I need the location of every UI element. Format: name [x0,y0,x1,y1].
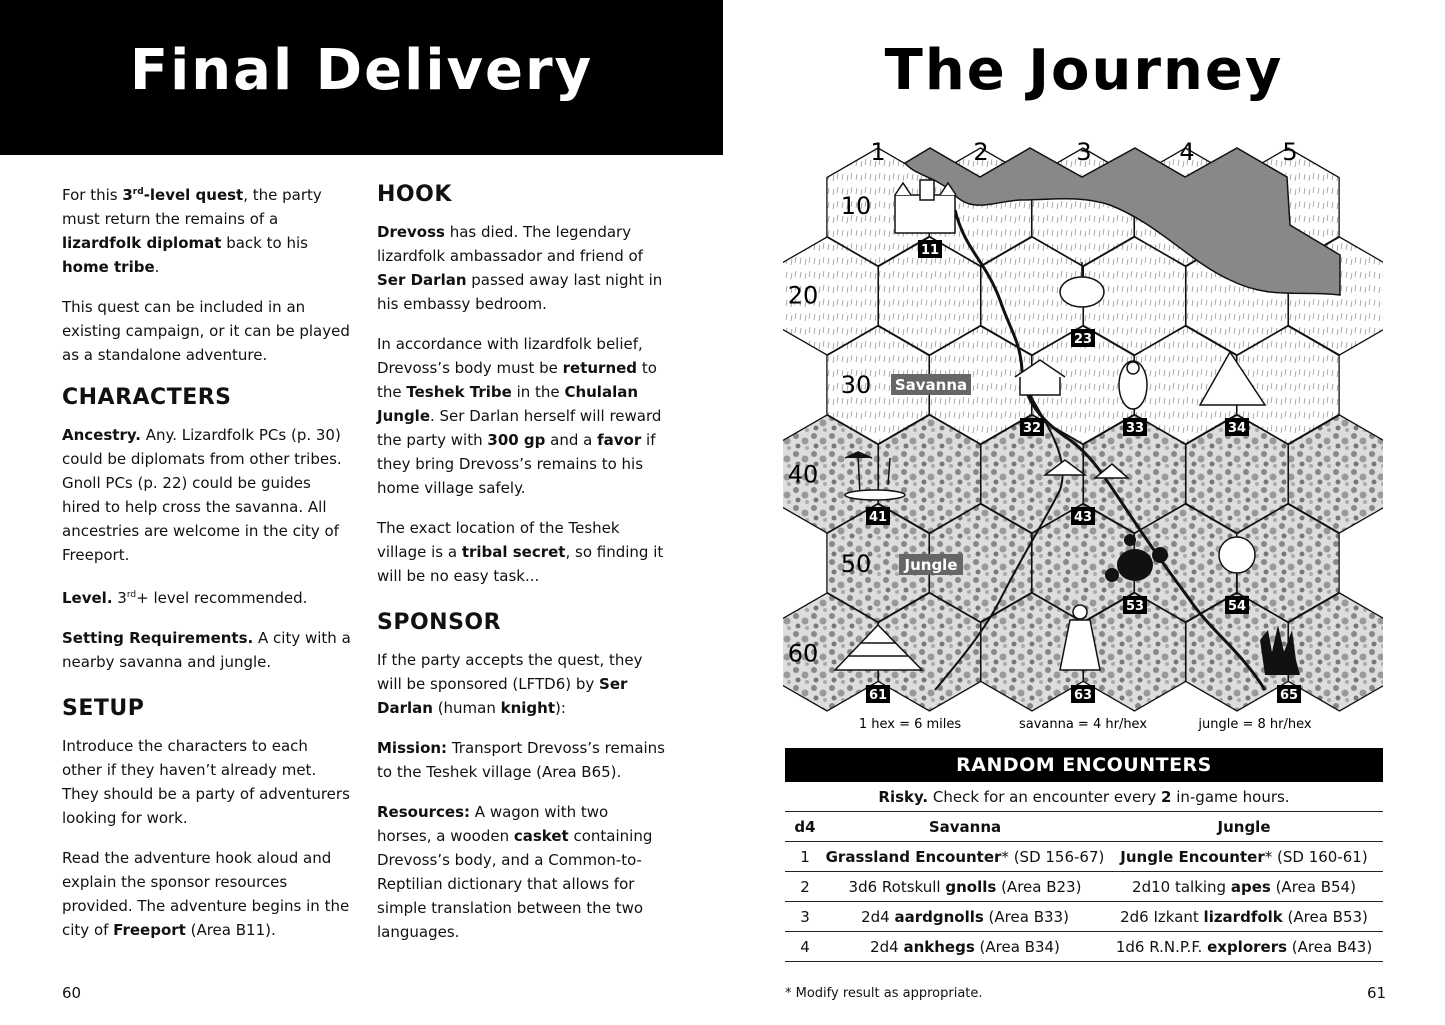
jungle-label: Jungle [904,556,958,574]
svg-text:65: 65 [1280,688,1298,703]
tower-icon [1059,604,1101,671]
mission-paragraph: Mission: Transport Drevoss’s remains to … [377,739,665,781]
svg-text:54: 54 [1228,599,1246,614]
svg-text:63: 63 [1074,688,1092,703]
resources-paragraph: Resources: A wagon with two horses, a wo… [377,803,653,941]
svg-text:53: 53 [1126,599,1144,614]
encounters-heading: RANDOM ENCOUNTERS [785,748,1383,782]
hex-number-tag: 41 [866,507,890,525]
tree-icon [1218,536,1256,595]
hut-icon [1014,359,1066,396]
claw-icon [1260,625,1300,675]
map-column-label: 5 [1282,138,1297,166]
level-paragraph: Level. 3rd+ level recommended. [62,589,308,607]
hex-number-tag: 54 [1225,596,1249,614]
intro-paragraph: For this 3rd-level quest, the party must… [62,186,322,276]
svg-text:34: 34 [1228,421,1246,436]
map-row-label: 60 [788,640,819,668]
savanna-label: Savanna [895,376,967,394]
characters-heading: CHARACTERS [62,385,232,410]
encounters-table: Risky. Check for an encounter every 2 in… [785,782,1383,962]
svg-text:23: 23 [1074,332,1092,347]
risk-row: Risky. Check for an encounter every 2 in… [785,782,1383,812]
hex-number-tag: 32 [1020,418,1044,436]
savanna-label-bg [891,374,971,395]
title-banner [0,0,723,155]
svg-text:33: 33 [1126,421,1144,436]
hook-paragraph-3: The exact location of the Teshek village… [377,519,664,585]
map-column-label: 3 [1076,138,1091,166]
left-column: For this 3rd-level quest, the party must… [62,180,352,958]
hex-number-tag: 23 [1071,329,1095,347]
setup-paragraph-1: Introduce the characters to each other i… [62,737,350,827]
page-number-right: 61 [1367,984,1387,1002]
svg-text:43: 43 [1074,510,1092,525]
map-hex [1287,592,1383,712]
ancestry-paragraph: Ancestry. Any. Lizardfolk PCs (p. 30) co… [62,426,342,564]
hex-number-tag: 43 [1071,507,1095,525]
tent-icon [1042,459,1130,479]
setup-paragraph-2: Read the adventure hook aloud and explai… [62,849,350,939]
hex-number-tag: 63 [1071,685,1095,703]
creature-icon [1118,360,1148,410]
map-row-label: 30 [841,371,872,399]
river [953,209,1267,691]
map-column-label: 1 [870,138,885,166]
pyramid-icon [833,623,924,671]
page-title-right: The Journey [884,38,1284,103]
hex-number-tag: 65 [1277,685,1301,703]
table-header: d4 Savanna Jungle [785,811,1383,842]
map-column-label: 2 [973,138,988,166]
hook-paragraph-2: In accordance with lizardfolk belief, Dr… [377,335,662,497]
road [934,394,1064,691]
savanna-speed: savanna = 4 hr/hex [1019,717,1147,732]
northern-ridge [903,147,1341,296]
jungle-label-bg [899,554,963,575]
hook-paragraph-1: Drevoss has died. The legendary lizardfo… [377,223,663,313]
page-title-left: Final Delivery [129,38,594,103]
svg-text:11: 11 [921,243,939,258]
skull-icon [1059,262,1105,308]
hex-number-tag: 61 [866,685,890,703]
map-row-label: 40 [788,461,819,489]
hex-number-tag: 53 [1123,596,1147,614]
sponsor-heading: SPONSOR [377,610,502,635]
mountain-icon [1198,350,1267,406]
hex-number-tag: 11 [918,240,942,258]
svg-text:41: 41 [869,510,887,525]
right-column: HOOK Drevoss has died. The legendary liz… [377,180,667,960]
hook-heading: HOOK [377,182,452,207]
map-row-label: 10 [841,192,872,220]
palm-tree-icon [844,451,906,501]
footnote: * Modify result as appropriate. [785,986,983,1001]
intro-paragraph-2: This quest can be included in an existin… [62,298,350,364]
castle-icon [894,179,957,234]
sponsor-paragraph: If the party accepts the quest, they wil… [377,651,643,717]
svg-text:61: 61 [869,688,887,703]
tentacle-icon [1105,534,1168,582]
svg-text:32: 32 [1023,421,1041,436]
hex-number-tag: 33 [1123,418,1147,436]
setting-paragraph: Setting Requirements. A city with a near… [62,629,351,671]
map-row-label: 50 [841,550,872,578]
hex-number-tag: 34 [1225,418,1249,436]
map-scale: 1 hex = 6 miles [859,717,962,732]
setup-heading: SETUP [62,696,145,721]
map-row-label: 20 [788,282,819,310]
jungle-speed: jungle = 8 hr/hex [1197,717,1311,732]
map-column-label: 4 [1179,138,1194,166]
page-number-left: 60 [62,984,82,1002]
